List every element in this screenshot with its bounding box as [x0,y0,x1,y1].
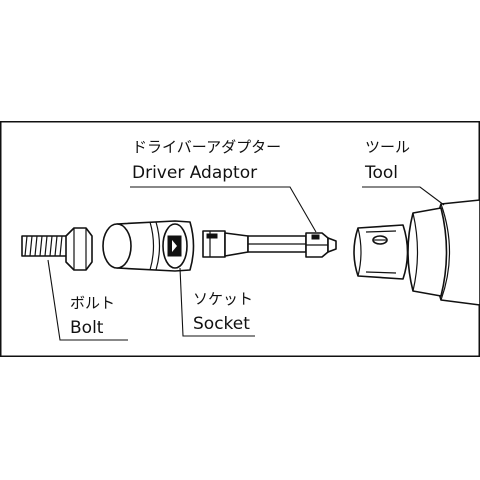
tool-label-en: Tool [364,163,398,183]
bolt-label-jp: ボルト [70,294,115,312]
socket-label-jp: ソケット [193,290,253,308]
tool-illustration [353,199,480,306]
driver-adaptor-label-jp: ドライバーアダプター [132,138,281,156]
tool-leader [362,186,445,206]
socket-leader [179,267,255,337]
bolt-illustration [21,227,93,271]
driver-adaptor-leader [130,186,317,233]
driver-adaptor-illustration [202,230,337,258]
driver-adaptor-label-en: Driver Adaptor [132,163,257,183]
socket-illustration [102,220,195,272]
bolt-leader [47,259,128,341]
bolt-label-en: Bolt [70,318,104,338]
socket-label-en: Socket [193,314,250,334]
tool-label-jp: ツール [365,138,410,156]
